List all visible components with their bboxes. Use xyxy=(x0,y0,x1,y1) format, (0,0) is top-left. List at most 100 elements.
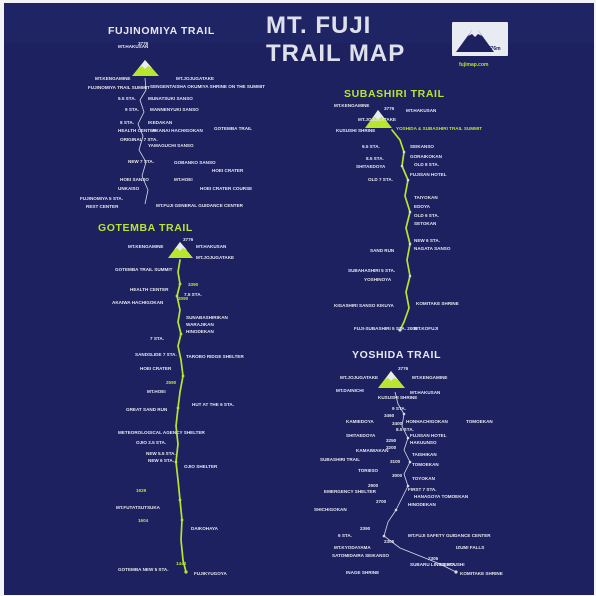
elev-gt-6: 1440 xyxy=(176,561,187,566)
label-ys-25: 6 STA. xyxy=(338,533,352,538)
label-gt-1: MT.KENGAMINE xyxy=(128,244,163,249)
label-gt-5: HEALTH CENTER xyxy=(130,287,169,292)
label-fj-21: MT.HOEI xyxy=(174,177,193,182)
label-ys-7: KAMIEDOYA xyxy=(346,419,374,424)
label-ys-20: EMERGENCY SHELTER xyxy=(324,489,377,494)
label-ys-17: TOMOEKAN xyxy=(412,462,439,467)
logo-elevation: 3776m xyxy=(485,46,501,52)
label-sb-13: OLD 7 STA. xyxy=(368,177,393,182)
label-fj-2: MT.KENGAMINE xyxy=(95,76,130,81)
label-ys-8: HONHACHIGOKAN xyxy=(406,419,449,424)
label-ys-26: MT.FUJI SAFETY GUIDANCE CENTER xyxy=(408,533,491,538)
label-fj-26: MT.FUJI GENERAL GUIDANCE CENTER xyxy=(156,203,244,208)
label-gt-6: AKAIWA HACHIGOKAN xyxy=(112,300,164,305)
label-ys-12: FUJISAN HOTEL xyxy=(410,433,447,438)
label-gt-23: MT.FUTATSUTSUKA xyxy=(116,505,161,510)
label-ys-31: OSHOUSHI xyxy=(440,562,465,567)
gotemba-route xyxy=(175,259,187,573)
label-fj-22: UNKAISO xyxy=(118,186,140,191)
label-fj-15: ORIGINAL 7 STA. xyxy=(120,137,158,142)
label-sb-9: GORAIKOKAN xyxy=(410,154,443,159)
label-sb-21: SUBAHASHIRI 5 STA. xyxy=(348,268,395,273)
elev-ys-3: 3250 xyxy=(386,438,397,443)
label-ys-24: SHICHIGOKAN xyxy=(314,507,347,512)
label-gt-25: GOTEMBA NEW 5 STA. xyxy=(118,567,169,572)
label-fj-20: HOEI SANSO xyxy=(120,177,149,182)
label-ys-2: MT.KENGAMINE xyxy=(412,375,447,380)
fujinomiya-title: FUJINOMIYA TRAIL xyxy=(108,25,215,37)
elev-ys-4: 3200 xyxy=(386,445,397,450)
label-sb-25: FUJI-SUBASHIRI 5 STA. 2000 xyxy=(354,326,418,331)
label-fj-8: 9 STA. xyxy=(125,107,139,112)
label-gt-22: OJIO SHELTER xyxy=(184,464,218,469)
fujinomiya-section: FUJINOMIYA TRAIL 3776 MT.HAKUSAN MT.KENG… xyxy=(80,25,265,209)
label-ys-19: TOYOKAN xyxy=(412,476,436,481)
label-fj-23: HOEI CRATER COURSE xyxy=(200,186,252,191)
label-gt-13: TAROBO RIDGE SHELTER xyxy=(186,354,244,359)
yoshida-section: YOSHIDA TRAIL 3776 MT.JOJUGATAKE MT.KENG… xyxy=(314,349,503,576)
label-fj-25: REST CENTER xyxy=(86,204,119,209)
label-gt-26: FUJIKYUGOYA xyxy=(194,571,227,576)
label-gt-24: DAIKOHAYA xyxy=(191,526,219,531)
label-ys-10: 8.5 STA. xyxy=(396,427,414,432)
label-sb-24: KOMITAKE SHRINE xyxy=(416,301,459,306)
elev-gt-5: 1604 xyxy=(138,518,149,523)
label-ys-21: FIRST 7 STA. xyxy=(408,487,437,492)
label-ys-27: SATOMIDAIRA SEIKANSO xyxy=(332,553,390,558)
label-sb-23: KIGASHIRI SANSO KIKUYA xyxy=(334,303,394,308)
elev-ys-8: 2700 xyxy=(376,499,387,504)
label-ys-1: MT.JOJUGATAKE xyxy=(340,375,378,380)
label-ys-32: INAGE SHRINE xyxy=(346,570,379,575)
label-fj-9: MANNENYUKI SANSO xyxy=(150,107,199,112)
yoshida-title: YOSHIDA TRAIL xyxy=(352,349,441,361)
label-ys-6: 9 STA. xyxy=(392,406,406,411)
label-gt-7: 7.5 STA. xyxy=(184,292,202,297)
label-ys-14: SUBASHIRI TRAIL xyxy=(320,457,360,462)
subashiri-section: SUBASHIRI TRAIL 3776 MT.KENGAMINE MT.HAK… xyxy=(334,88,482,332)
elev-ys-6: 3000 xyxy=(392,473,403,478)
label-ys-18: TORIIISO xyxy=(358,468,379,473)
logo-website: fujimap.com xyxy=(459,62,489,68)
label-gt-16: HUT AT THE 6 STA. xyxy=(192,402,234,407)
label-gt-18: METEOROLOGICAL AGENCY SHELTER xyxy=(118,430,206,435)
label-gt-4: GOTEMBA TRAIL SUMMIT xyxy=(115,267,173,272)
label-fj-12: HEALTH CENTER xyxy=(118,128,157,133)
elev-ys-7: 2900 xyxy=(368,483,379,488)
title-line-2: TRAIL MAP xyxy=(266,40,405,67)
label-gt-2: MT.HAKUSAN xyxy=(196,244,227,249)
label-ys-15: KAMAIWAKAN xyxy=(356,448,389,453)
elev-ys-5: 3100 xyxy=(390,459,401,464)
label-sb-3: MT.JOJUGATAKE xyxy=(358,117,396,122)
label-sb-4: KUSUSHI SHRINE xyxy=(336,128,375,133)
label-sb-10: OLD 8 STA. xyxy=(414,162,439,167)
label-sb-7: SEIKANSO xyxy=(410,144,434,149)
label-gt-10: HINODEKAN xyxy=(186,329,215,334)
fujinomiya-route xyxy=(137,77,149,205)
label-sb-22: YOSHINOYA xyxy=(364,277,392,282)
label-gt-14: HOEI CRATER xyxy=(140,366,172,371)
elev-ys-2: 3400 xyxy=(392,421,403,426)
label-fj-5: SENGENTAISHA OKUMIYA SHRINE ON THE SUMMI… xyxy=(150,84,265,89)
label-fj-6: 9.5 STA. xyxy=(118,96,136,101)
label-ys-22: HANAGOYA TOMOEKAN xyxy=(414,494,469,499)
label-ys-16: TAISHIKAN xyxy=(412,452,437,457)
label-fj-14: GOTEMBA TRAIL xyxy=(214,126,252,131)
label-ys-13: HAKUUNSO xyxy=(410,440,437,445)
label-sb-20: SAND RUN xyxy=(370,248,395,253)
elev-ys-9: 2390 xyxy=(360,526,371,531)
map-background xyxy=(4,3,594,595)
label-sb-26: MT.KOFUJI xyxy=(414,326,438,331)
label-gt-9: WARAJIKAN xyxy=(186,322,215,327)
label-gt-21: NEW 6 STA. xyxy=(148,458,174,463)
elev-gt-1: 3390 xyxy=(188,282,199,287)
label-sb-17: SETOKAN xyxy=(414,221,437,226)
label-gt-19: OJIO 2.5 STA. xyxy=(136,440,166,445)
gotemba-summit-elevation: 3776 xyxy=(183,237,194,242)
label-gt-15: MT.HOEI xyxy=(147,389,166,394)
label-ys-23: HINODEKAN xyxy=(408,502,437,507)
label-fj-1: MT.HAKUSAN xyxy=(118,44,149,49)
label-sb-16: OLD 6 STA. xyxy=(414,213,439,218)
label-sb-15: EDOYA xyxy=(414,204,431,209)
fuji-logo: 3776m fujimap.com xyxy=(452,22,508,68)
